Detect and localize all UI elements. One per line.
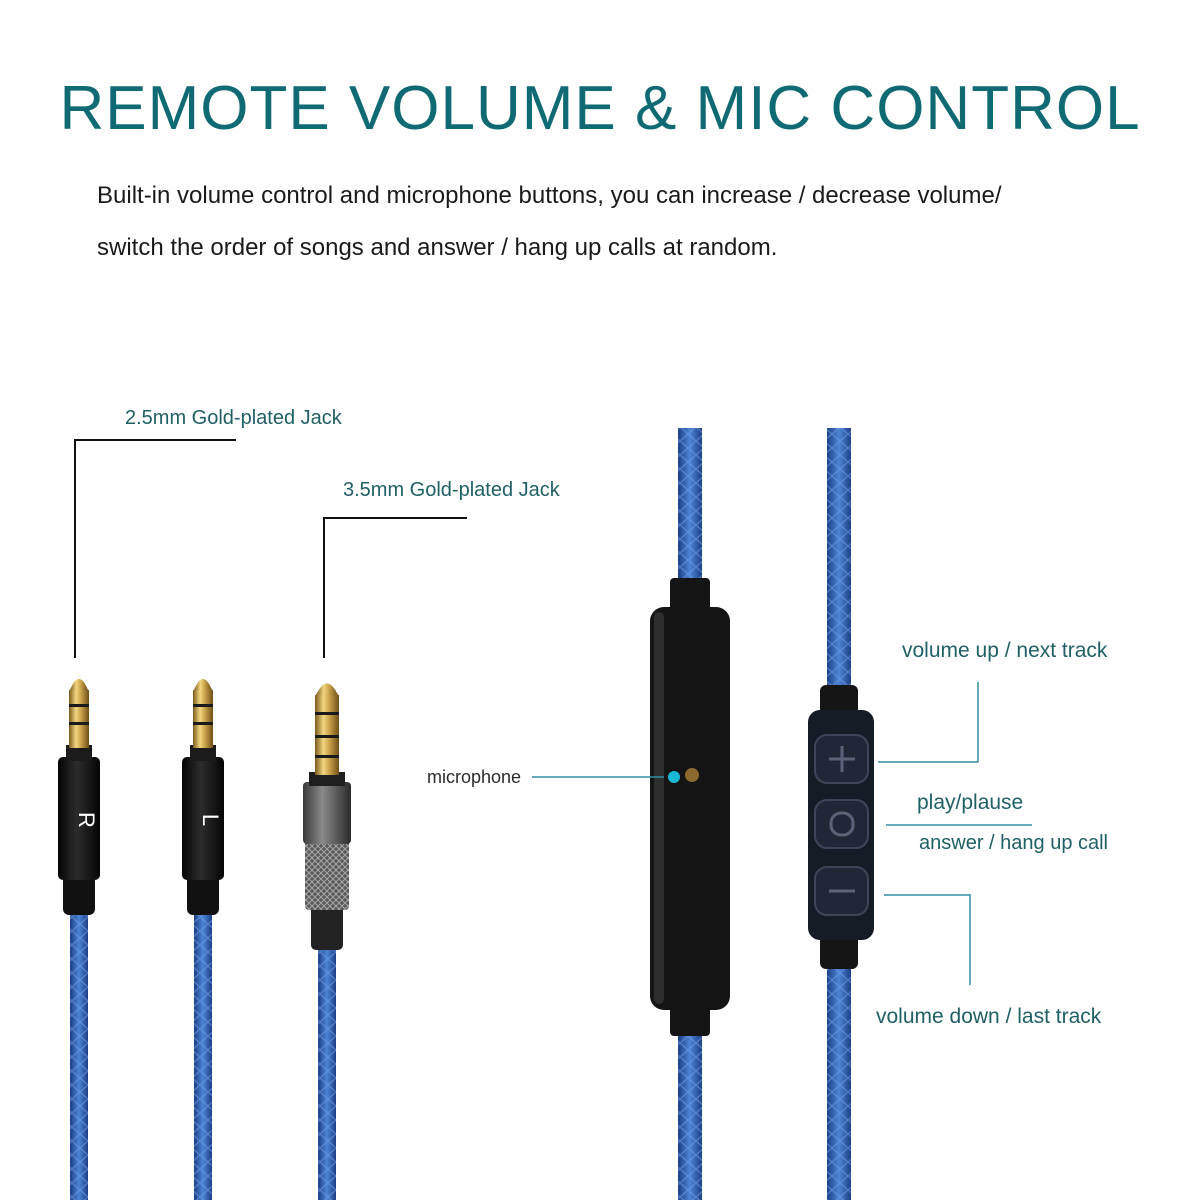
page-title: REMOTE VOLUME & MIC CONTROL <box>59 74 1141 143</box>
vol-up-leader <box>878 682 979 763</box>
mic-dot <box>668 771 680 783</box>
plug-left-body <box>182 757 224 880</box>
jack-25-leader <box>74 439 236 658</box>
description-line-1: Built-in volume control and microphone b… <box>97 182 1002 209</box>
vol-down-leader <box>884 894 971 985</box>
jack-35-label: 3.5mm Gold-plated Jack <box>343 479 560 501</box>
plug-35mm-body <box>303 782 351 844</box>
play-pause-label: play/plause <box>917 791 1024 814</box>
jack-25-label: 2.5mm Gold-plated Jack <box>125 407 342 429</box>
plug-left: L <box>182 679 224 1200</box>
microphone-label: microphone <box>427 767 522 787</box>
plug-right-body <box>58 757 100 880</box>
plug-right-mark: R <box>74 812 99 828</box>
plug-35mm <box>303 683 351 1200</box>
vol-down-button <box>814 866 869 916</box>
answer-label: answer / hang up call <box>919 832 1109 854</box>
description-line-2: switch the order of songs and answer / h… <box>97 234 778 261</box>
volume-down-label: volume down / last track <box>876 1005 1102 1028</box>
play-pause-button <box>814 799 869 849</box>
volume-up-label: volume up / next track <box>902 639 1108 662</box>
plug-left-mark: L <box>198 814 223 826</box>
mic-housing <box>650 607 730 1010</box>
jack-35-leader <box>323 517 467 658</box>
vol-up-button <box>814 734 869 784</box>
plug-right: R <box>58 679 100 1200</box>
mic-dot-2 <box>685 768 699 782</box>
